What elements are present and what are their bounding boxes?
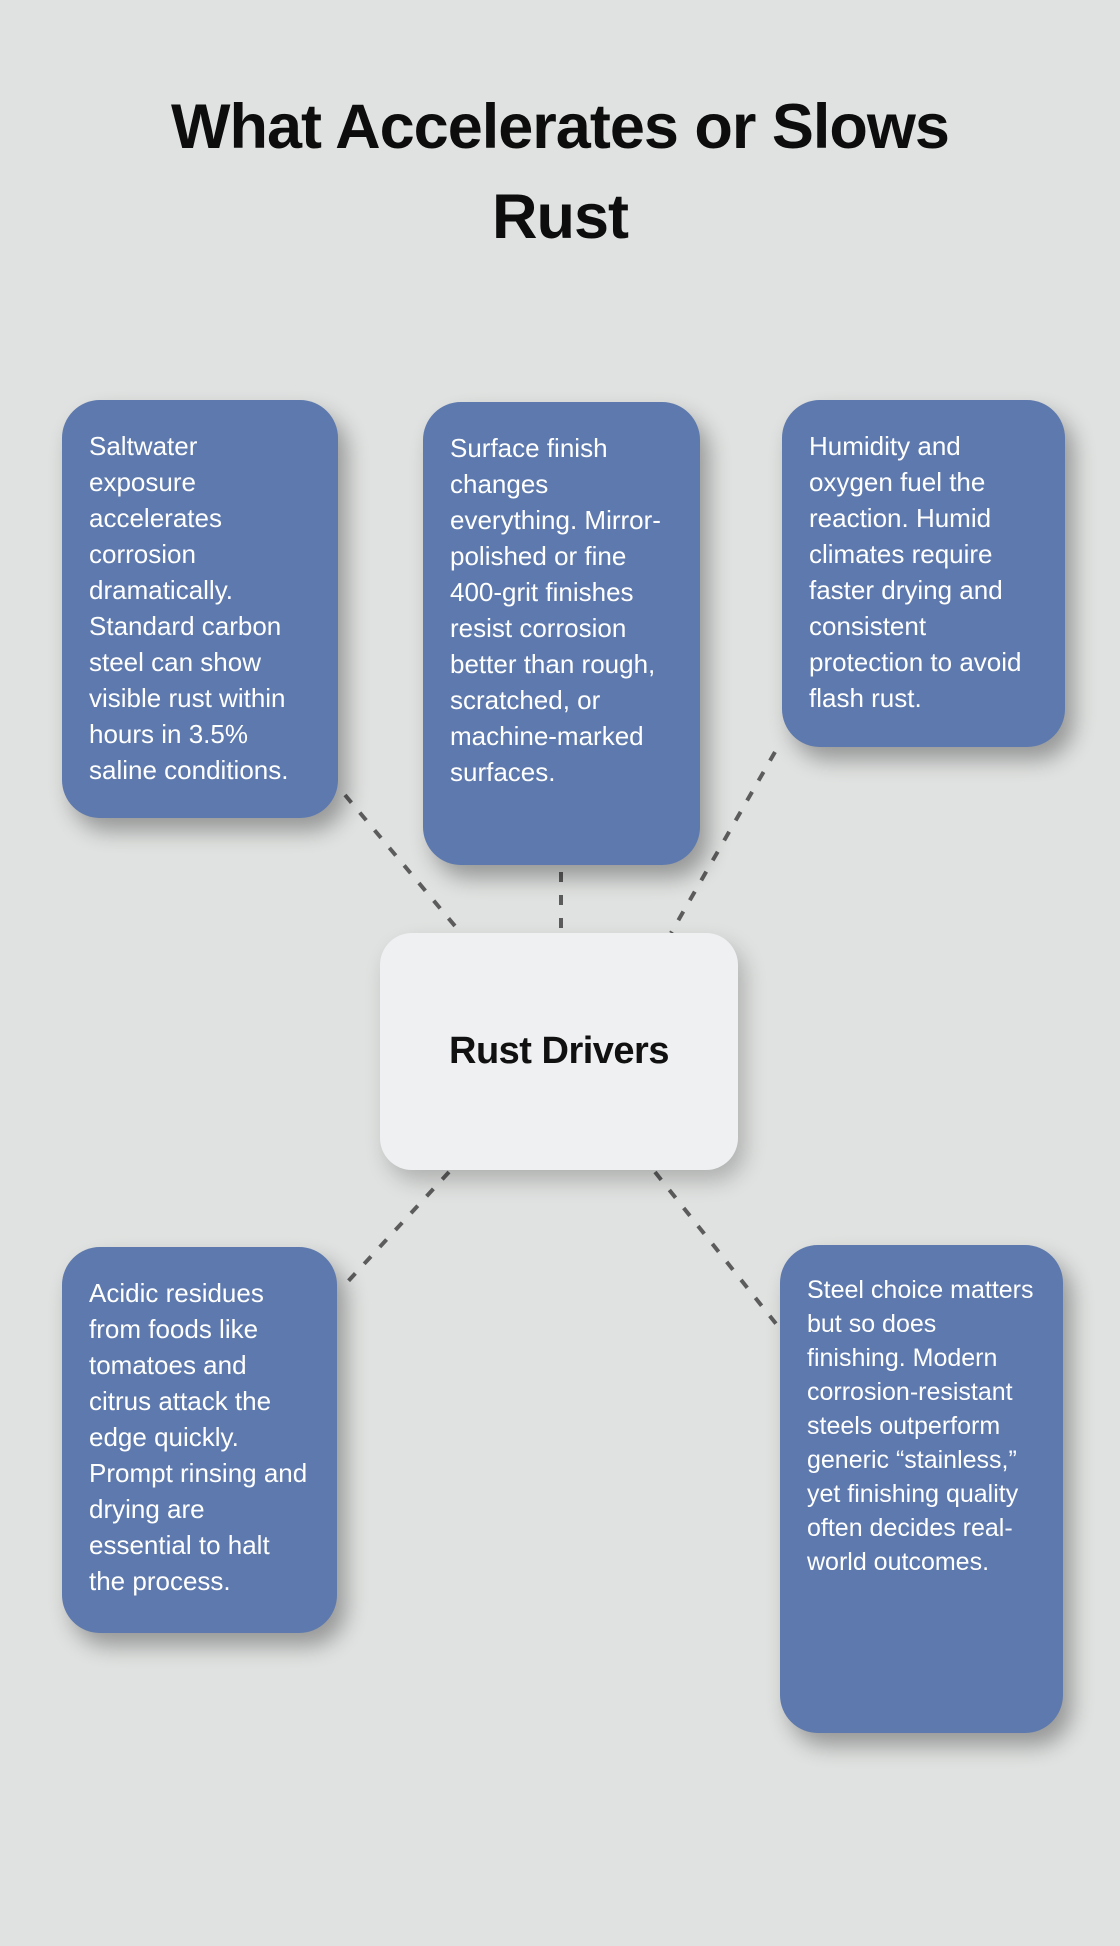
connector-center-to-acidic bbox=[338, 1170, 451, 1292]
factor-node-acidic-residues: Acidic residues from foods like tomatoes… bbox=[62, 1247, 337, 1633]
factor-node-steel-choice-text: Steel choice matters but so does finishi… bbox=[807, 1276, 1034, 1576]
center-node: Rust Drivers bbox=[380, 933, 738, 1170]
page-title: What Accelerates or Slows Rust bbox=[171, 92, 950, 252]
factor-node-humidity-text: Humidity and oxygen fuel the reaction. H… bbox=[809, 431, 1022, 713]
center-node-label: Rust Drivers bbox=[449, 1030, 669, 1072]
connector-center-to-steel bbox=[653, 1170, 783, 1332]
factor-node-acidic-residues-text: Acidic residues from foods like tomatoes… bbox=[89, 1278, 308, 1596]
factor-node-saltwater: Saltwater exposure accelerates corrosion… bbox=[62, 400, 338, 818]
factor-node-humidity: Humidity and oxygen fuel the reaction. H… bbox=[782, 400, 1065, 747]
connector-saltwater-to-center bbox=[343, 793, 462, 934]
factor-node-surface-finish: Surface finish changes everything. Mirro… bbox=[423, 402, 700, 865]
factor-node-saltwater-text: Saltwater exposure accelerates corrosion… bbox=[89, 431, 289, 785]
factor-node-steel-choice: Steel choice matters but so does finishi… bbox=[780, 1245, 1063, 1733]
factor-node-surface-finish-text: Surface finish changes everything. Mirro… bbox=[450, 433, 661, 787]
